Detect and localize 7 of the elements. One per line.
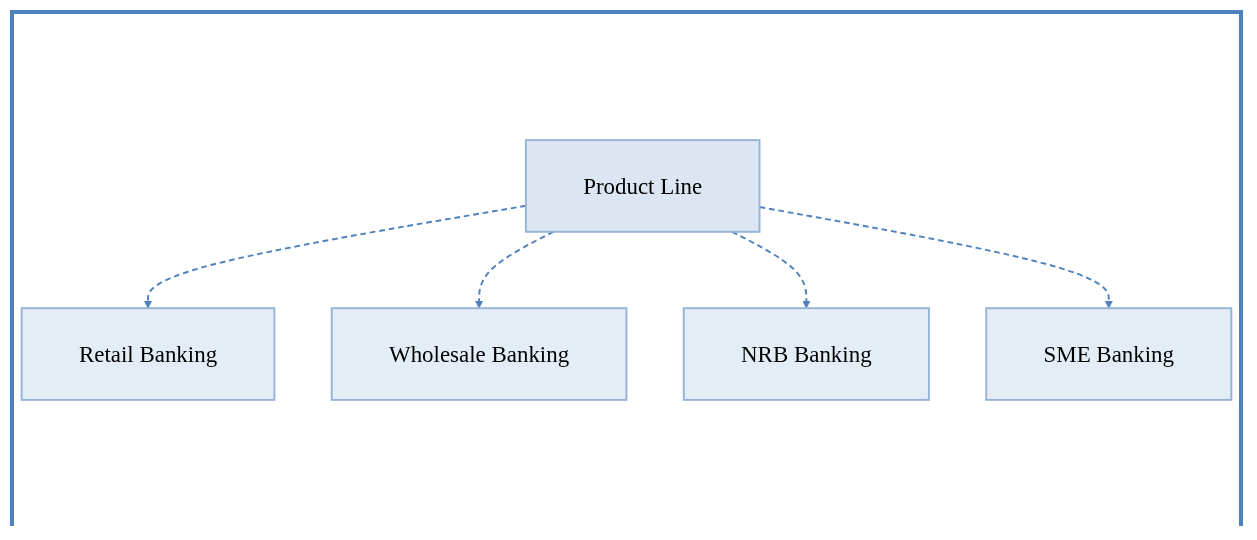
node-box: NRB Banking	[682, 307, 930, 401]
node-box: SME Banking	[985, 307, 1233, 401]
arrow	[731, 230, 811, 309]
node-box: Product Line	[524, 139, 761, 233]
arrow	[474, 230, 555, 309]
node-box: Wholesale Banking	[330, 307, 628, 401]
node-box: Retail Banking	[20, 307, 276, 401]
